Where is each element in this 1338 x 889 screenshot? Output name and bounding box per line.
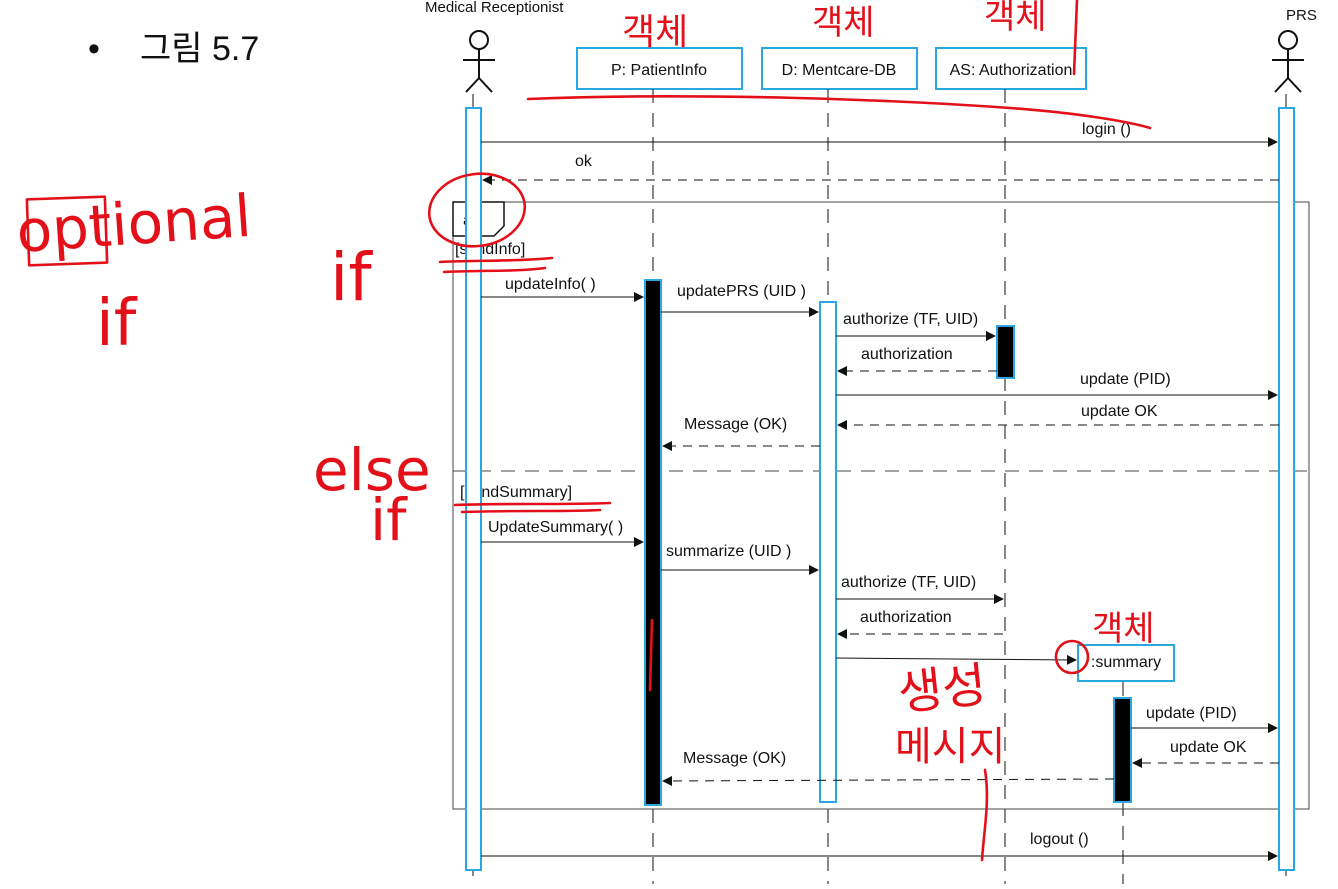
authorization-object-label: AS: Authorization (950, 62, 1073, 79)
authorization-activation (996, 325, 1015, 379)
lifelines (472, 89, 1287, 884)
patientinfo-activation (644, 279, 662, 806)
msg-updateinfo: updateInfo( ) (505, 276, 596, 293)
mentcare-db-object-label: D: Mentcare-DB (782, 62, 897, 79)
msg-update-ok-1: update OK (1081, 403, 1158, 420)
annotation-message: 메시지 (895, 724, 1005, 770)
mentcare-db-activation (819, 301, 837, 803)
guard-sendsummary: [sendSummary] (460, 484, 572, 501)
annotation-object-1: 객체 (622, 12, 688, 53)
slide-heading: 그림 5.7 (140, 30, 259, 68)
alt-fragment-frame (452, 201, 1310, 810)
optional-box-stroke (25, 195, 109, 267)
handwritten-annotations: optional if if else if 객체 객체 객체 객체 생성 메시… (14, 0, 1155, 862)
msg-logout: logout () (1030, 831, 1089, 848)
msg-updatesummary: UpdateSummary( ) (488, 519, 623, 536)
annotation-if-2: if (370, 486, 408, 554)
patientinfo-object-box (576, 47, 743, 90)
alt-circle-stroke (427, 172, 527, 248)
message-ok-return-2 (662, 775, 1115, 786)
annotation-object-2: 객체 (812, 3, 875, 43)
sendsummary-underline-stroke-2 (460, 508, 602, 514)
receptionist-actor-icon (463, 30, 495, 93)
annotation-if-1: if (96, 287, 138, 361)
return-messages (482, 175, 1279, 786)
annotation-create: 생성 (895, 657, 989, 722)
summary-activation (1113, 697, 1132, 803)
summary-object-box (1077, 644, 1175, 682)
summary-circle-stroke (1054, 639, 1090, 675)
create-mark-stroke (980, 768, 989, 862)
actor-label-prs: PRS (1286, 7, 1317, 24)
create-summary-arrow (835, 654, 1077, 665)
annotation-if-left: if (330, 239, 373, 316)
msg-update-pid-2: update (PID) (1146, 705, 1237, 722)
msg-ok: ok (575, 153, 593, 170)
receptionist-activation (465, 107, 482, 871)
sendinfo-underline-stroke-2 (442, 266, 547, 274)
msg-message-ok-1: Message (OK) (684, 416, 787, 433)
call-messages (481, 137, 1278, 861)
annotation-optional: optional (14, 182, 253, 266)
msg-updateprs: updatePRS (UID ) (677, 283, 806, 300)
authorization-mark-stroke (1072, 0, 1079, 76)
annotation-object-3: 객체 (984, 0, 1047, 37)
msg-authorization-2: authorization (860, 609, 952, 626)
msg-summarize: summarize (UID ) (666, 543, 791, 560)
msg-message-ok-2: Message (OK) (683, 750, 786, 767)
msg-authorize-1: authorize (TF, UID) (843, 311, 978, 328)
msg-update-pid-1: update (PID) (1080, 371, 1171, 388)
msg-authorize-2: authorize (TF, UID) (841, 574, 976, 591)
annotation-object-4: 객체 (1092, 609, 1155, 649)
msg-login: login () (1082, 121, 1131, 138)
bullet-symbol: • (88, 30, 100, 68)
prs-activation (1278, 107, 1295, 871)
sendsummary-underline-stroke (453, 501, 612, 507)
sendinfo-underline-stroke (438, 256, 554, 264)
patientinfo-object-label: P: PatientInfo (611, 62, 707, 79)
activation-mark-stroke (648, 618, 654, 692)
msg-update-ok-2: update OK (1170, 739, 1247, 756)
annotation-else: else (313, 436, 431, 504)
mentcare-db-object-box (761, 47, 918, 90)
authorization-object-box (935, 47, 1087, 90)
summary-object-label: :summary (1091, 654, 1161, 671)
msg-authorization-1: authorization (861, 346, 953, 363)
actor-label-receptionist: Medical Receptionist (425, 0, 564, 16)
prs-actor-icon (1272, 30, 1304, 93)
header-underline-stroke (526, 95, 1152, 130)
